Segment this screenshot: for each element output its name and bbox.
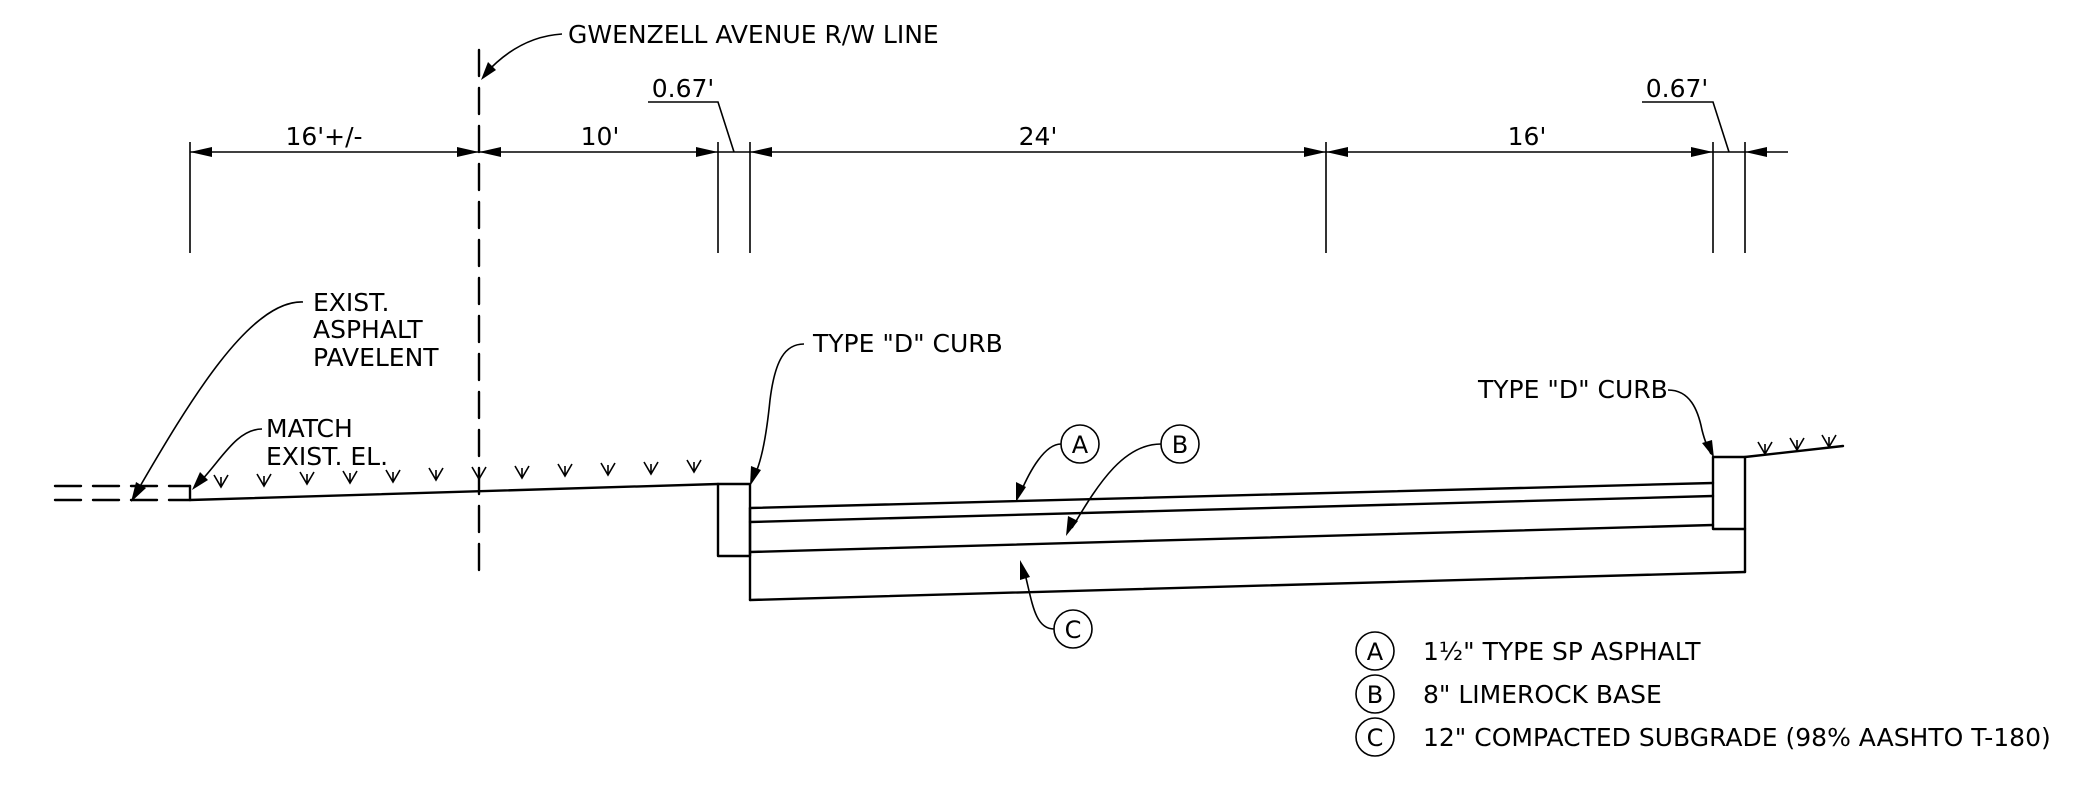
arrowhead-icon	[131, 482, 146, 502]
base-bottom	[748, 523, 1715, 554]
arrowhead-icon	[1326, 147, 1348, 157]
callout-c-leader	[1023, 569, 1055, 630]
legend-c-text: 12" COMPACTED SUBGRADE (98% AASHTO T-180…	[1423, 723, 2051, 752]
legend-item-c: C 12" COMPACTED SUBGRADE (98% AASHTO T-1…	[1355, 717, 2051, 757]
grass-tuft-icon	[385, 469, 401, 484]
legend-a-text: 1½" TYPE SP ASPHALT	[1423, 637, 1701, 666]
legend-c-key: C	[1367, 724, 1384, 752]
arrowhead-icon	[750, 147, 772, 157]
arrowhead-icon	[696, 147, 718, 157]
grass-tuft-icon	[471, 466, 487, 481]
exist-pavement-label-line2: ASPHALT	[313, 315, 423, 344]
legend-item-a: A 1½" TYPE SP ASPHALT	[1355, 631, 1701, 671]
callouts: A B C	[1016, 424, 1200, 649]
arrowhead-icon	[192, 472, 208, 490]
grass-tuft-icon	[256, 473, 272, 488]
dimension-string: 16'+/- 10' 24' 16' 0.67' 0.67'	[189, 74, 1788, 253]
circled-letter-icon	[1355, 631, 1395, 671]
grass-tufts-right	[1757, 434, 1837, 456]
legend-b-key: B	[1367, 681, 1383, 709]
arrowhead-icon	[481, 62, 496, 80]
rw-line-label: GWENZELL AVENUE R/W LINE	[568, 20, 939, 49]
curb-right-label: TYPE "D" CURB	[1477, 375, 1668, 404]
callout-b-letter: B	[1172, 431, 1188, 459]
exist-pavement-leader	[134, 301, 304, 496]
grass-tuft-icon	[342, 470, 358, 485]
grass-tuft-icon	[1821, 434, 1837, 449]
match-label-line2: EXIST. EL.	[266, 442, 388, 471]
arrowhead-icon	[1304, 147, 1326, 157]
callout-b-leader	[1071, 443, 1162, 529]
grass-tuft-icon	[600, 462, 616, 477]
curb-left	[716, 482, 752, 558]
legend-item-b: B 8" LIMEROCK BASE	[1355, 674, 1662, 714]
match-label-line1: MATCH	[266, 414, 353, 443]
legend: A 1½" TYPE SP ASPHALT B 8" LIMEROCK BASE…	[1355, 631, 2051, 757]
dim-curb-left-text: 0.67'	[652, 74, 715, 103]
legend-a-key: A	[1367, 638, 1384, 666]
callout-a-letter: A	[1072, 431, 1089, 459]
curb-right	[1711, 455, 1747, 531]
subgrade-bottom	[748, 570, 1747, 602]
grass-tuft-icon	[686, 459, 702, 474]
grass-tuft-icon	[213, 474, 229, 489]
dim-curb-right-text: 0.67'	[1646, 74, 1709, 103]
existing-ground: EXIST. ASPHALT PAVELENT MATCH EXIST. EL.	[53, 288, 720, 502]
existing-grade-line	[188, 482, 720, 502]
grass-tuft-icon	[643, 461, 659, 476]
arrowhead-icon	[750, 466, 761, 486]
grass-tuft-icon	[1789, 437, 1805, 452]
grass-tufts-left	[213, 459, 702, 489]
leader-curb-left-dim	[648, 101, 735, 153]
grass-tuft-icon	[299, 471, 315, 486]
pavement-section	[716, 444, 1845, 602]
arrowhead-icon	[479, 147, 501, 157]
arrowhead-icon	[1020, 560, 1030, 580]
asphalt-bottom	[748, 494, 1715, 524]
right-grade-line	[1743, 444, 1845, 459]
callout-c-letter: C	[1065, 616, 1082, 644]
arrowhead-icon	[190, 147, 212, 157]
dim-road-a-text: 24'	[1019, 122, 1058, 151]
grass-tuft-icon	[514, 465, 530, 480]
dim-road-b-text: 16'	[1508, 122, 1547, 151]
dim-left-text: 16'+/-	[285, 122, 362, 151]
curb-left-leader	[751, 343, 805, 481]
rw-leader	[484, 33, 563, 75]
legend-b-text: 8" LIMEROCK BASE	[1423, 680, 1662, 709]
exist-pavement-label-line1: EXIST.	[313, 288, 389, 317]
grass-tuft-icon	[428, 467, 444, 482]
dim-sidewalk-text: 10'	[581, 122, 620, 151]
exist-pavement-label-line3: PAVELENT	[313, 343, 439, 372]
circled-letter-icon	[1355, 717, 1395, 757]
arrowhead-icon	[1745, 147, 1767, 157]
arrowhead-icon	[1702, 440, 1714, 458]
arrowhead-icon	[457, 147, 479, 157]
grass-tuft-icon	[1757, 441, 1773, 456]
leader-curb-right-dim	[1642, 101, 1730, 153]
asphalt-top	[748, 481, 1715, 510]
rw-line: GWENZELL AVENUE R/W LINE	[477, 20, 939, 582]
match-leader	[197, 428, 263, 485]
arrowhead-icon	[1691, 147, 1713, 157]
arrowhead-icon	[1066, 516, 1078, 536]
circled-letter-icon	[1355, 674, 1395, 714]
arrowhead-icon	[1016, 482, 1026, 502]
curb-labels: TYPE "D" CURB TYPE "D" CURB	[750, 329, 1714, 486]
curb-left-label: TYPE "D" CURB	[812, 329, 1003, 358]
grass-tuft-icon	[557, 463, 573, 478]
callout-a-leader	[1019, 443, 1062, 495]
